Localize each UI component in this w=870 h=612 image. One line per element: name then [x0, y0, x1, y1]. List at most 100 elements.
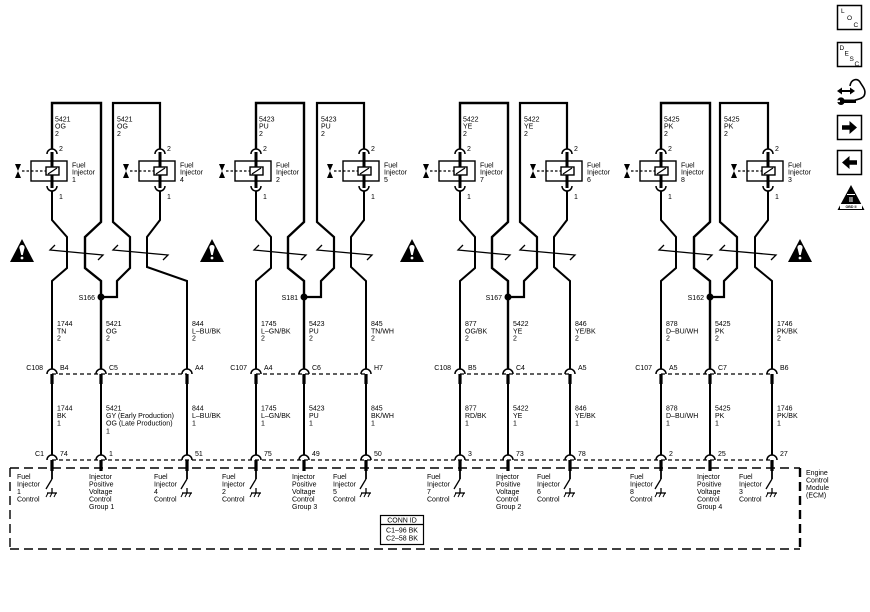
ecm-pin-label: 78 — [578, 451, 586, 458]
harness-break-icon — [111, 244, 170, 261]
ecm-circuit-label: Fuel — [333, 474, 347, 481]
splice-dot — [504, 293, 512, 301]
injector-label: 2 — [276, 177, 280, 184]
location-letter: O — [847, 15, 852, 22]
wire-label: 1 — [575, 421, 579, 428]
connector-female-icon — [95, 454, 107, 461]
caution-icon[interactable] — [400, 239, 424, 262]
wrench-jaw-notch — [836, 100, 840, 103]
connector-male-icon — [655, 185, 667, 192]
connector-female-icon — [561, 148, 573, 155]
connector-male-icon — [154, 185, 166, 192]
hourglass-icon — [219, 164, 225, 178]
ecm-pin-label: 50 — [374, 451, 382, 458]
ecm-title-line: Module — [806, 485, 829, 492]
injector-pin-label: 2 — [574, 146, 578, 153]
wire-label: OG — [117, 124, 128, 131]
ground-tick — [658, 492, 662, 498]
ecm-circuit-label: 6 — [537, 489, 541, 496]
wire-label: 2 — [371, 336, 375, 343]
harness-break-icon — [48, 244, 105, 261]
ecm-circuit-label: Fuel — [739, 474, 753, 481]
previous-page-button[interactable] — [836, 149, 863, 176]
connector-male-icon — [250, 185, 262, 192]
solenoid-diagonal — [763, 167, 774, 175]
wire-label: 878 — [666, 321, 678, 328]
wire-label: 5423 — [309, 321, 325, 328]
caution-icon[interactable] — [788, 239, 812, 262]
solenoid-diagonal — [359, 167, 370, 175]
ecm-pin-label: 51 — [195, 451, 203, 458]
wire-label: 5421 — [55, 117, 71, 124]
wire-label: L–BU/BK — [192, 328, 221, 335]
connector-female-icon — [298, 368, 310, 375]
caution-icon[interactable] — [10, 239, 34, 262]
injector-pin-label: 2 — [668, 146, 672, 153]
caution-icon[interactable] — [200, 239, 224, 262]
wire-injector-control — [350, 191, 367, 369]
location-button[interactable]: L O C — [836, 4, 863, 31]
injector-label: 1 — [72, 177, 76, 184]
connector-female-icon — [358, 148, 370, 155]
connector-pin-label: A4 — [264, 365, 273, 372]
wire-label: 1744 — [57, 406, 73, 413]
injector-label: Fuel — [276, 163, 290, 170]
solenoid-diagonal — [455, 167, 466, 175]
solenoid-diagonal — [155, 167, 166, 175]
obd-ii-button[interactable]: II OBD II — [837, 185, 865, 210]
connector-label: C107 — [635, 365, 652, 372]
injector-label: 4 — [180, 177, 184, 184]
ground-tick — [53, 492, 57, 498]
ecm-circuit-label: Voltage — [89, 489, 112, 496]
description-button[interactable]: D E S C — [836, 41, 863, 69]
ecm-circuit-label: Control — [496, 497, 519, 504]
wire-label: 1 — [106, 428, 110, 435]
connector-female-icon — [454, 454, 466, 461]
next-page-button[interactable] — [836, 114, 863, 141]
wire-label: 2 — [724, 131, 728, 138]
wire-label: 2 — [715, 336, 719, 343]
exclamation-stem — [209, 248, 215, 255]
connector-pin-label: C4 — [516, 365, 525, 372]
ground-tick — [363, 492, 367, 498]
wire-injector-feed — [710, 101, 770, 299]
injector-pin-label: 2 — [467, 146, 471, 153]
connector-female-icon — [360, 454, 372, 461]
ecm-circuit-label: Injector — [89, 474, 113, 481]
wire-injector-control — [660, 191, 677, 369]
ecm-pin-label: 27 — [780, 451, 788, 458]
ecm-circuit-label: 7 — [427, 489, 431, 496]
connector-female-icon — [766, 368, 778, 375]
exclamation-stem — [797, 248, 803, 255]
arrow-left-head-icon — [837, 87, 842, 95]
injector-label: Fuel — [480, 163, 494, 170]
ground-tick — [563, 492, 567, 498]
wire-injector-feed — [101, 101, 162, 299]
injector-label: Injector — [180, 170, 204, 177]
ecm-circuit-label: 5 — [333, 489, 337, 496]
injector-pin-label: 2 — [371, 146, 375, 153]
connector-female-icon — [46, 148, 58, 155]
connector-male-icon — [561, 185, 573, 192]
wire-label: 5425 — [715, 321, 731, 328]
ground-tick — [769, 492, 773, 498]
wire-injector-control — [146, 191, 188, 369]
wiring-repair-button[interactable] — [836, 78, 866, 105]
connector-female-icon — [250, 368, 262, 375]
ecm-circuit-label: Injector — [154, 482, 178, 489]
wire-label: D–BU/WH — [666, 413, 698, 420]
ground-tick — [453, 492, 457, 498]
ecm-circuit-label: Positive — [697, 482, 722, 489]
solenoid-diagonal — [562, 167, 573, 175]
wire-label: 2 — [192, 336, 196, 343]
ground-tick — [457, 492, 461, 498]
